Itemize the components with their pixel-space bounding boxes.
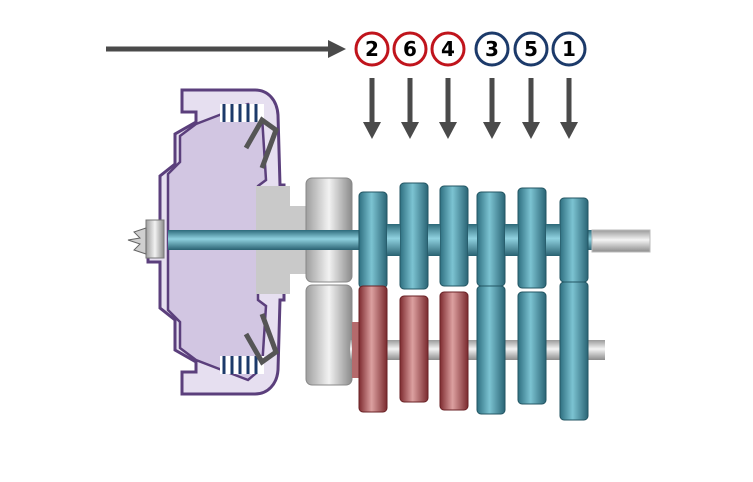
- input-arrow: [106, 40, 346, 58]
- down-arrow-head-2: [363, 122, 381, 139]
- down-arrows: [363, 78, 578, 139]
- upper-gear-1: [359, 192, 387, 288]
- input-shaft-stub: [128, 220, 164, 258]
- gear-label-4: 4: [441, 37, 455, 61]
- upper-gear-2: [400, 183, 428, 289]
- clutch-discs-top: [220, 104, 264, 122]
- gear-label-3: 3: [485, 37, 499, 61]
- upper-gear-3: [440, 186, 468, 286]
- upper-gear-hub-2: [428, 224, 440, 256]
- drive-ring-bottom: [306, 285, 352, 385]
- upper-gear-5: [518, 188, 546, 288]
- down-arrow-head-5: [522, 122, 540, 139]
- upper-gear-6: [560, 198, 588, 282]
- upper-gear-hub-4: [505, 224, 518, 256]
- gear-label-1: 1: [562, 37, 576, 61]
- down-arrow-head-4: [439, 122, 457, 139]
- lower-gear-4: [477, 286, 505, 414]
- gear-label-5: 5: [524, 37, 538, 61]
- gear-labels: 264 3 51: [356, 33, 585, 65]
- gear-label-2: 2: [365, 37, 379, 61]
- lower-gear-3: [440, 292, 468, 410]
- main-shaft-end: [592, 230, 650, 252]
- down-arrow-head-6: [401, 122, 419, 139]
- lower-gear-6: [560, 282, 588, 420]
- upper-gears: [359, 183, 588, 289]
- gear-label-6: 6: [403, 37, 417, 61]
- upper-gear-hub-5: [546, 224, 560, 256]
- lower-gear-2: [400, 296, 428, 402]
- upper-gear-hub-1: [387, 224, 400, 256]
- lower-gear-5: [518, 292, 546, 404]
- upper-gear-4: [477, 192, 505, 286]
- lower-gear-1: [359, 286, 387, 412]
- upper-gear-hub-3: [468, 224, 477, 256]
- down-arrow-head-3: [483, 122, 501, 139]
- down-arrow-head-1: [560, 122, 578, 139]
